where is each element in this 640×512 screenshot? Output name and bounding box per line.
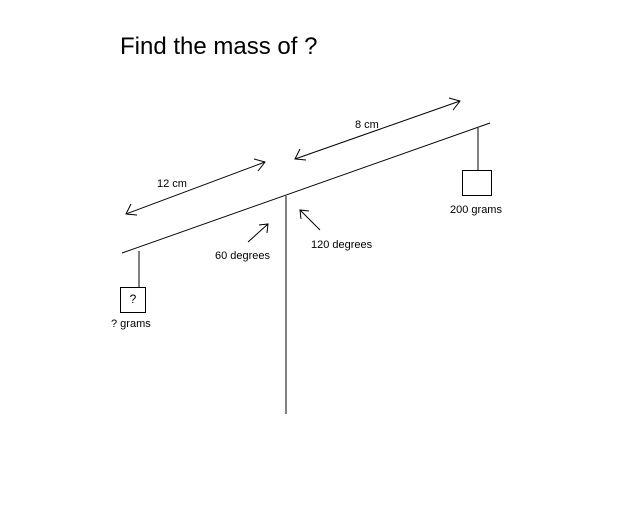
angle-120-pointer (299, 209, 321, 231)
angle-120-label: 120 degrees (311, 239, 373, 251)
unknown-symbol: ? (129, 292, 137, 306)
angle-60-pointer (247, 223, 269, 243)
angle-60-label: 60 degrees (215, 250, 271, 262)
diagram-title: Find the mass of ? (120, 33, 318, 60)
left-mass-label: ? grams (111, 318, 151, 330)
right-mass-label: 200 grams (450, 204, 502, 216)
unknown-mass-box: ? (120, 287, 146, 313)
known-mass-box (462, 170, 492, 196)
right-length-label: 8 cm (355, 119, 379, 131)
left-length-label: 12 cm (157, 178, 187, 190)
left-length-arrow (125, 158, 266, 216)
right-length-arrow (294, 97, 461, 161)
lever-beam (121, 122, 491, 254)
